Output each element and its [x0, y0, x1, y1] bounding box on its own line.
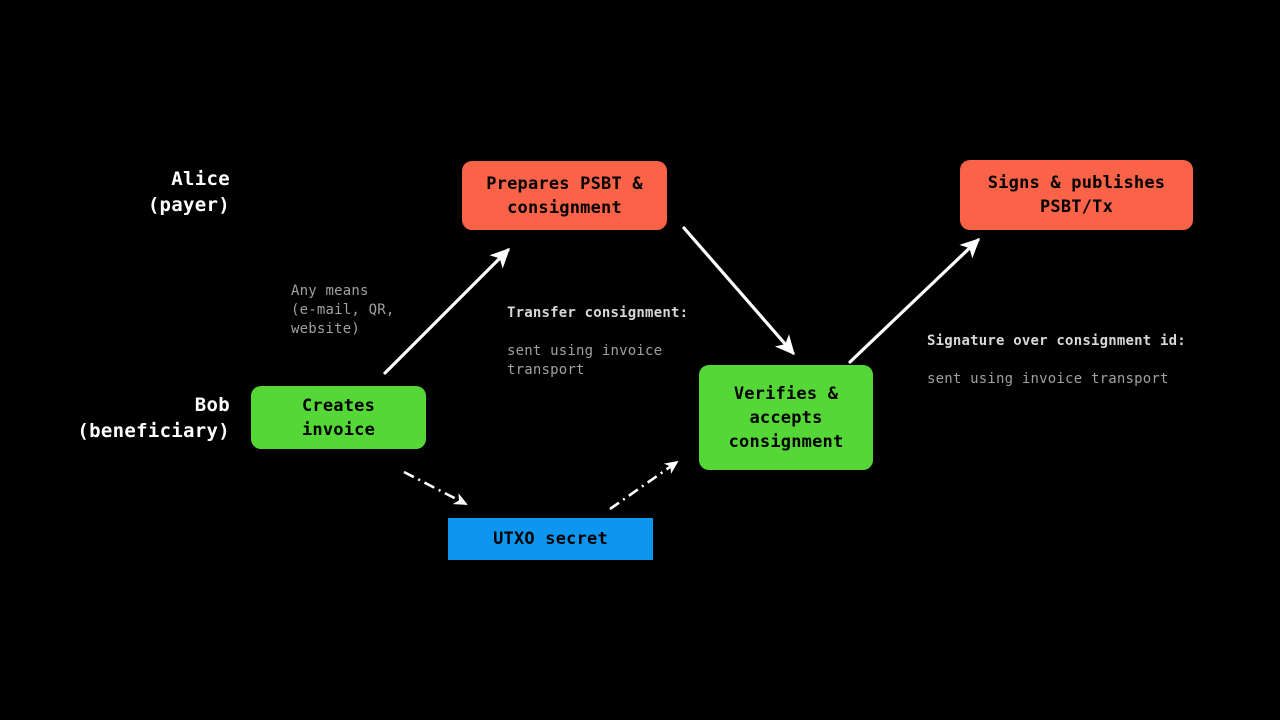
edge-label-signature-body: sent using invoice transport — [927, 371, 1169, 387]
edge-invoice-to-utxo — [403, 470, 468, 506]
edge-label-signature-over-consignment-id: Signature over consignment id: sent usin… — [927, 313, 1257, 408]
node-creates-invoice[interactable]: Creates invoice — [251, 386, 426, 449]
actor-alice-role: (payer) — [147, 194, 230, 216]
edge-label-transfer-consignment-body: sent using invoice transport — [507, 343, 663, 378]
edge-utxo-to-verifies — [609, 460, 679, 511]
node-signs-publishes[interactable]: Signs & publishes PSBT/Tx — [960, 160, 1193, 230]
actor-label-alice: Alice (payer) — [38, 166, 230, 218]
edge-label-any-means: Any means (e-mail, QR, website) — [291, 283, 395, 337]
actor-bob-role: (beneficiary) — [77, 420, 230, 442]
actor-bob-name: Bob — [194, 394, 230, 416]
node-verifies-accepts[interactable]: Verifies & accepts consignment — [699, 365, 873, 470]
edge-label-transfer-consignment: Transfer consignment: sent using invoice… — [507, 285, 747, 399]
actor-label-bob: Bob (beneficiary) — [28, 392, 230, 444]
edge-label-signature-head: Signature over consignment id: — [927, 333, 1186, 349]
node-utxo-secret[interactable]: UTXO secret — [448, 518, 653, 560]
actor-alice-name: Alice — [171, 168, 230, 190]
node-prepares-psbt[interactable]: Prepares PSBT & consignment — [462, 161, 667, 230]
edge-label-transfer-consignment-head: Transfer consignment: — [507, 305, 689, 321]
